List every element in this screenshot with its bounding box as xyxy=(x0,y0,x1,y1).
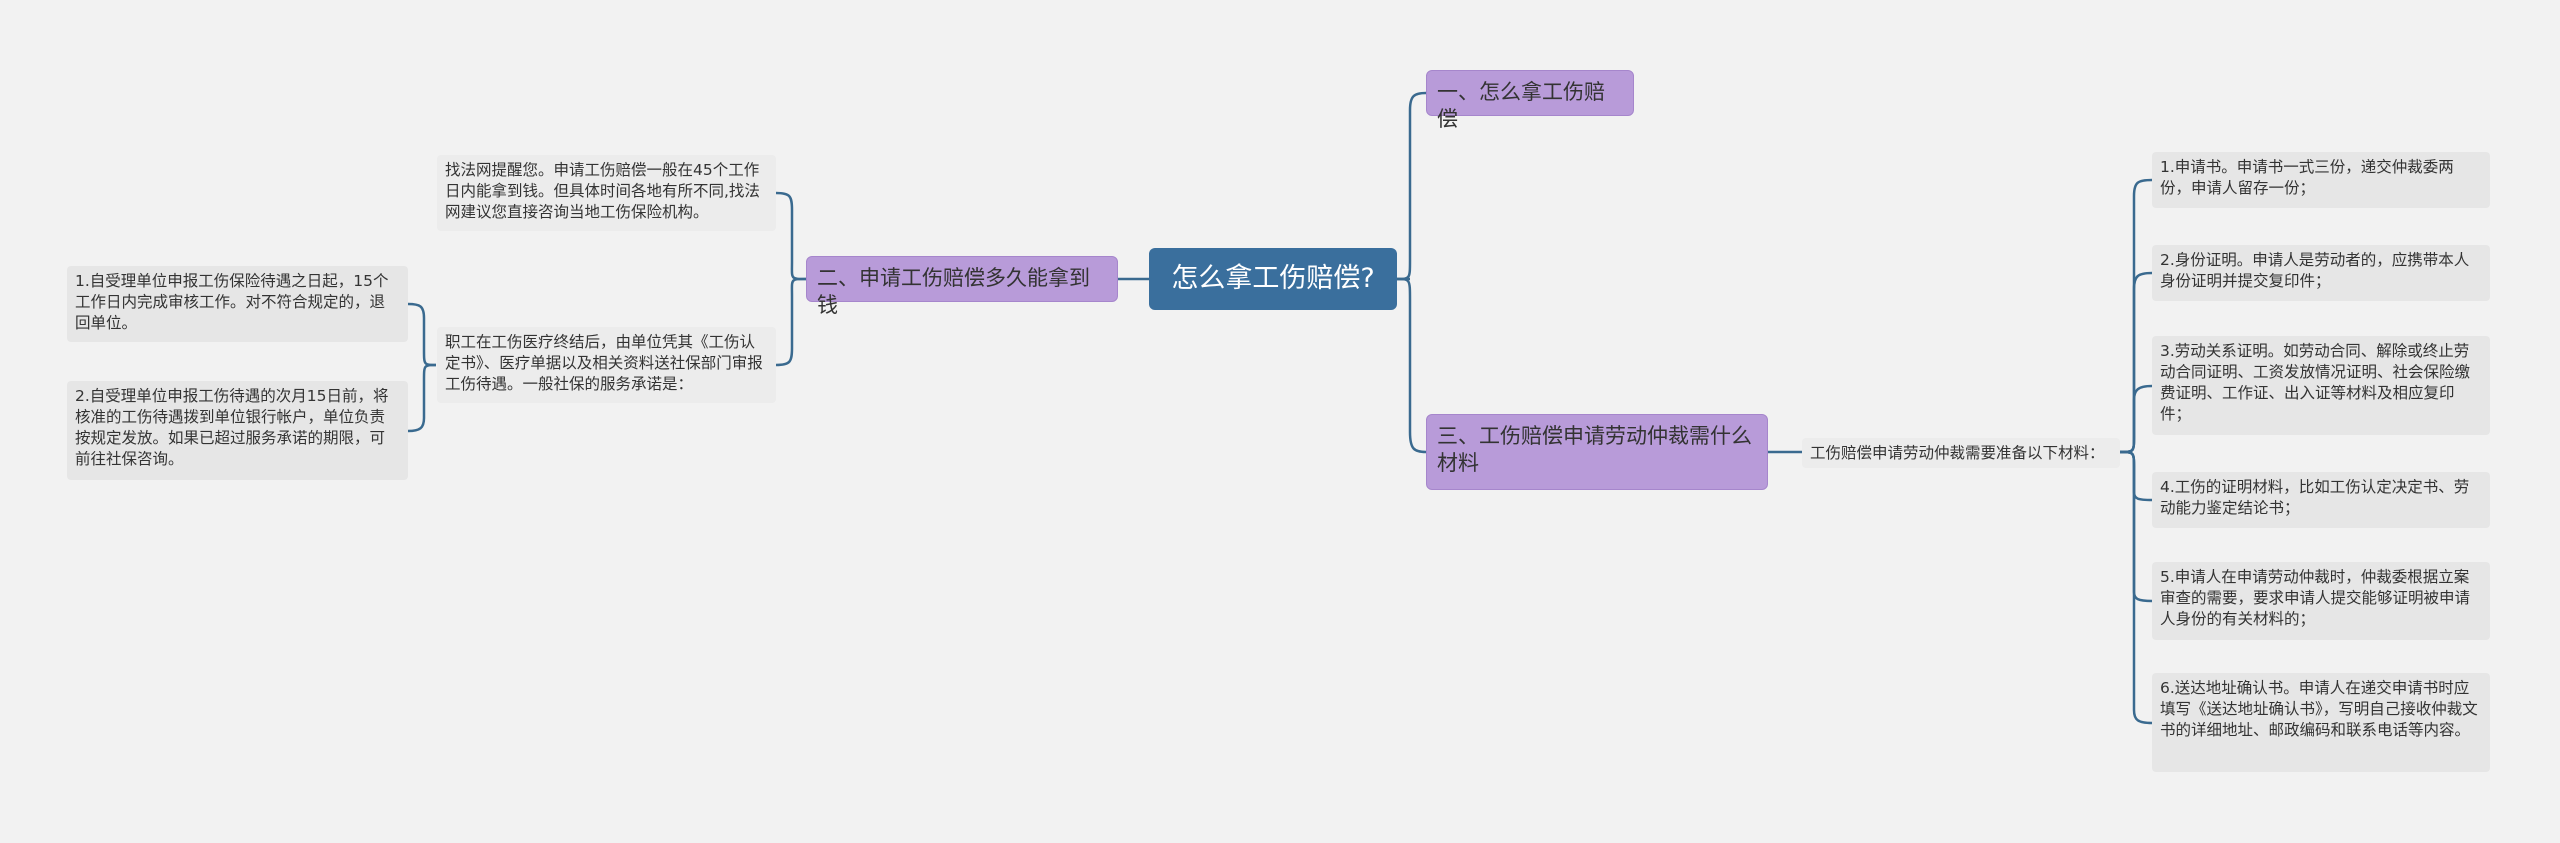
note-node-procedure[interactable]: 职工在工伤医疗终结后，由单位凭其《工伤认定书》、医疗单据以及相关资料送社保部门审… xyxy=(437,327,776,403)
list-item-respondent-identity[interactable]: 5.申请人在申请劳动仲裁时，仲裁委根据立案审查的需要，要求申请人提交能够证明被申… xyxy=(2152,562,2490,640)
branch-node-how-to-get-compensation[interactable]: 一、怎么拿工伤赔偿 xyxy=(1426,70,1634,131)
list-item-application[interactable]: 1.申请书。申请书一式三份，递交仲裁委两份，申请人留存一份； xyxy=(2152,152,2490,208)
branch-node-how-long[interactable]: 二、申请工伤赔偿多久能拿到钱 xyxy=(806,256,1118,317)
note-node-time[interactable]: 找法网提醒您。申请工伤赔偿一般在45个工作日内能拿到钱。但具体时间各地有所不同,… xyxy=(437,155,776,231)
intro-node-materials[interactable]: 工伤赔偿申请劳动仲裁需要准备以下材料： xyxy=(1802,438,2120,468)
sub-node-review[interactable]: 1.自受理单位申报工伤保险待遇之日起，15个工作日内完成审核工作。对不符合规定的… xyxy=(67,266,408,342)
list-item-labor-relation[interactable]: 3.劳动关系证明。如劳动合同、解除或终止劳动合同证明、工资发放情况证明、社会保险… xyxy=(2152,336,2490,435)
list-item-delivery-address[interactable]: 6.送达地址确认书。申请人在递交申请书时应填写《送达地址确认书》，写明自己接收仲… xyxy=(2152,673,2490,772)
list-item-identity[interactable]: 2.身份证明。申请人是劳动者的，应携带本人身份证明并提交复印件； xyxy=(2152,245,2490,301)
list-item-injury-proof[interactable]: 4.工伤的证明材料，比如工伤认定决定书、劳动能力鉴定结论书； xyxy=(2152,472,2490,528)
branch-node-arbitration-materials[interactable]: 三、工伤赔偿申请劳动仲裁需什么材料 xyxy=(1426,414,1768,490)
sub-node-payment[interactable]: 2.自受理单位申报工伤待遇的次月15日前，将核准的工伤待遇拨到单位银行帐户，单位… xyxy=(67,381,408,480)
root-node[interactable]: 怎么拿工伤赔偿? xyxy=(1149,248,1397,310)
